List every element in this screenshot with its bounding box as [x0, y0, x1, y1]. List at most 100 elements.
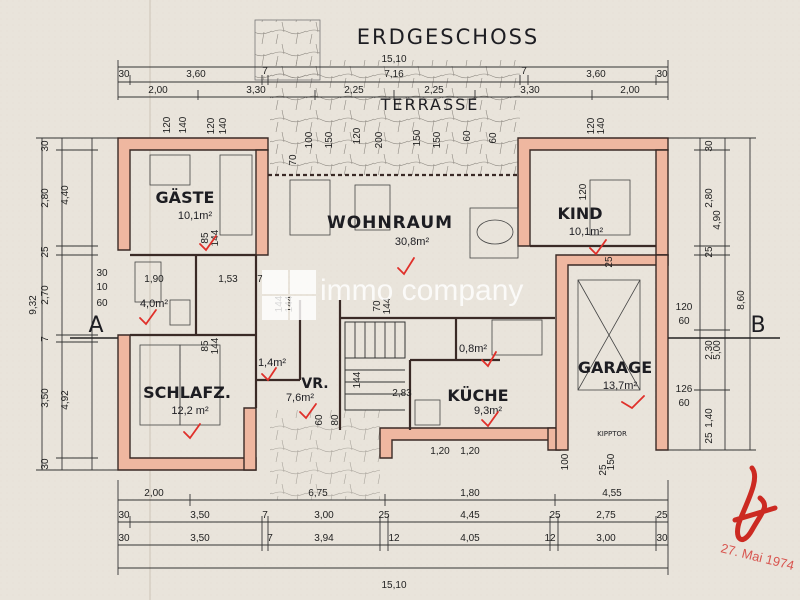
innerdims-3: 2,83	[392, 388, 412, 399]
leftmid-1: 9,32	[28, 295, 39, 315]
room-area-wc: 1,4m²	[258, 357, 286, 369]
bot2-3: 3,00	[314, 510, 334, 521]
room-area-abstell: 0,8m²	[459, 343, 487, 355]
winmarks-10: 100	[304, 131, 315, 148]
bot2-8: 25	[656, 510, 668, 521]
toprow1-5: 3,60	[586, 69, 606, 80]
bot3-5: 4,05	[460, 533, 480, 544]
staircase	[344, 321, 406, 411]
rightmid-2: 8,60	[736, 290, 747, 310]
terrace-label: TERRASSE	[380, 95, 480, 114]
leftinner-1: 10	[96, 282, 108, 293]
dim-top-total: 15,10	[381, 54, 406, 65]
rightinner-3: 60	[678, 398, 690, 409]
winmarks-19: 25	[604, 256, 615, 268]
leftinner-0: 30	[96, 268, 108, 279]
bot3-8: 30	[656, 533, 668, 544]
winmarks-28: 100	[560, 453, 571, 470]
room-area-wohnraum: 30,8m²	[395, 236, 430, 248]
room-name-kueche: KÜCHE	[447, 386, 508, 405]
winmarks-27: 144	[284, 295, 295, 312]
section-label-right: B	[750, 313, 765, 338]
bot1-0: 2,00	[144, 488, 164, 499]
toprow2-1: 3,30	[246, 85, 266, 96]
toprow1-2: 7	[262, 66, 268, 77]
bot3-3: 3,94	[314, 533, 334, 544]
room-name-garage: GARAGE	[578, 358, 652, 377]
winmarks-12: 70	[288, 154, 299, 166]
winmarks-24: 60	[314, 414, 325, 426]
leftmid-2: 4,92	[60, 390, 71, 410]
section-label-left: A	[88, 313, 103, 338]
bottom-dimensions	[117, 480, 669, 575]
furniture	[134, 154, 641, 426]
room-name-schlafz: SCHLAFZ.	[143, 383, 231, 402]
leftouter-6: 30	[40, 458, 51, 470]
winmarks-0: 120	[162, 116, 173, 133]
winmarks-29: 150	[606, 453, 617, 470]
terrace-paving	[254, 19, 520, 175]
winmarks-30: 25	[598, 464, 609, 476]
exterior-walls	[117, 137, 669, 471]
winmarks-13: 120	[352, 127, 363, 144]
bot2-2: 7	[262, 510, 268, 521]
toprow2-5: 2,00	[620, 85, 640, 96]
bot3-1: 3,50	[190, 533, 210, 544]
signature-mark	[732, 465, 778, 542]
bot2-1: 3,50	[190, 510, 210, 521]
innerdims-0: 1,90	[144, 274, 164, 285]
winmarks-3: 140	[218, 117, 229, 134]
winmarks-15: 150	[412, 129, 423, 146]
winmarks-23: 144	[352, 371, 363, 388]
watermark-text: immo company	[320, 274, 523, 307]
winmarks-25: 80	[330, 414, 341, 426]
interior-walls	[130, 173, 656, 430]
dim-bottom-total: 15,10	[381, 580, 406, 591]
room-area-vr: 7,6m²	[286, 392, 314, 404]
bot3-2: 7	[267, 533, 273, 544]
bot2-0: 30	[118, 510, 130, 521]
toprow1-0: 30	[118, 69, 130, 80]
leftouter-5: 3,50	[40, 388, 51, 408]
innerdims-5: 1,20	[460, 446, 480, 457]
toprow1-1: 3,60	[186, 69, 206, 80]
room-name-kind: KIND	[557, 204, 602, 223]
winmarks-18: 60	[488, 132, 499, 144]
innerdims-4: 1,20	[430, 446, 450, 457]
toprow1-6: 30	[656, 69, 668, 80]
winmarks-22: 144	[382, 297, 393, 314]
leftouter-3: 2,70	[40, 285, 51, 305]
garage-door-label: KIPPTOR	[597, 430, 627, 438]
winmarks-4: 85	[200, 232, 211, 244]
toprow2-2: 2,25	[344, 85, 364, 96]
toprow1-3: 7,16	[384, 69, 404, 80]
left-dimensions	[36, 137, 125, 471]
bot2-5: 4,45	[460, 510, 480, 521]
rightmid-1: 5,00	[712, 340, 723, 360]
leftmid-0: 4,40	[60, 185, 71, 205]
winmarks-7: 144	[210, 337, 221, 354]
bot3-6: 12	[544, 533, 556, 544]
bot3-4: 12	[388, 533, 400, 544]
winmarks-11: 150	[324, 131, 335, 148]
winmarks-16: 150	[432, 131, 443, 148]
bot2-6: 25	[549, 510, 561, 521]
check-marks	[139, 235, 645, 440]
leftouter-2: 25	[40, 246, 51, 258]
room-area-bad: 4,0m²	[140, 298, 168, 310]
bot1-1: 6,75	[308, 488, 328, 499]
rightouter-5: 25	[704, 432, 715, 444]
rightouter-1: 2,80	[704, 188, 715, 208]
rightinner-1: 60	[678, 316, 690, 327]
leftouter-1: 2,80	[40, 188, 51, 208]
rightouter-3: 2,30	[704, 340, 715, 360]
room-name-gaeste: GÄSTE	[156, 188, 215, 207]
